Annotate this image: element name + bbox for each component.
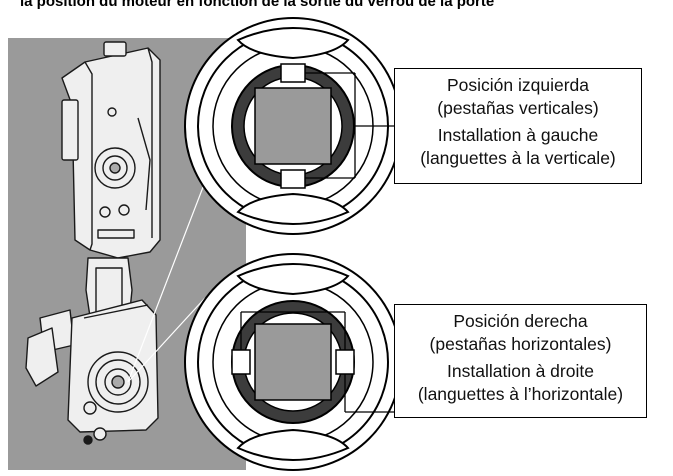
motor-bracket-illustration: [25, 41, 161, 445]
tab-bottom-right: [335, 349, 355, 375]
page-header: la position du moteur en fonction de la …: [20, 0, 495, 10]
square-top: [254, 87, 332, 165]
detail-circle-top: [184, 17, 402, 235]
callout-top-fr-title: Installation à gauche: [437, 125, 599, 145]
callout-bottom-es-title: Posición derecha: [453, 311, 588, 331]
callout-bottom-es-subtitle: (pestañas horizontales): [429, 334, 612, 354]
bracket-top: [305, 72, 394, 179]
magnifier-lines: [127, 181, 206, 383]
tab-top-upper: [280, 63, 306, 83]
callout-top-es-subtitle: (pestañas verticales): [437, 98, 599, 118]
callout-right-position: Posición derecha (pestañas horizontales)…: [394, 304, 647, 418]
tab-top-lower: [280, 169, 306, 189]
callout-left-position: Posición izquierda (pestañas verticales)…: [394, 68, 642, 184]
square-bottom: [254, 323, 332, 401]
callout-bottom-fr-subtitle: (languettes à l’horizontale): [417, 384, 624, 404]
bracket-bottom: [240, 311, 394, 413]
callout-bottom-fr-title: Installation à droite: [447, 361, 594, 381]
callout-top-es-title: Posición izquierda: [446, 75, 590, 95]
tab-bottom-left: [231, 349, 251, 375]
callout-top-fr-subtitle: (languettes à la verticale): [420, 148, 616, 168]
detail-circle-bottom: [184, 253, 402, 471]
